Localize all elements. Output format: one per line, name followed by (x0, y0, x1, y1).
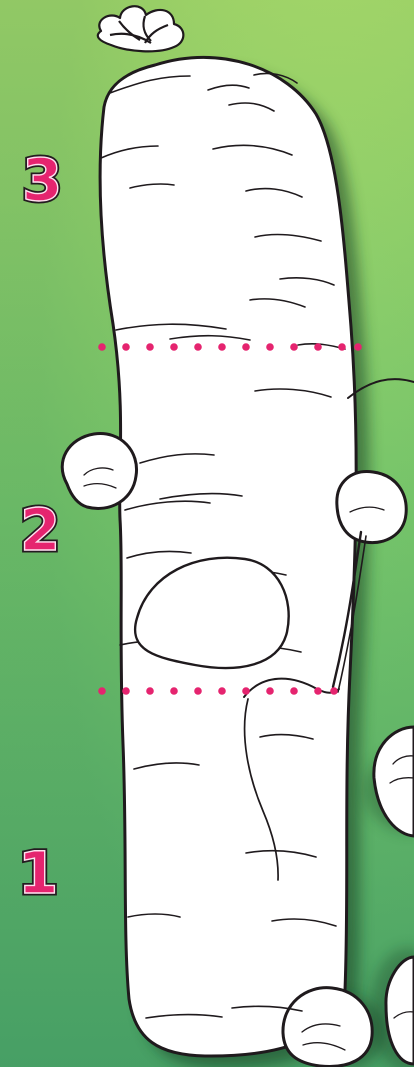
left-side-nub (62, 434, 136, 509)
segment-label-3-highlight: 3 (22, 146, 62, 214)
bottom-floating-nub (283, 988, 372, 1067)
segment-label-2-highlight: 2 (20, 496, 60, 564)
segment-label-1-highlight: 1 (18, 839, 58, 907)
